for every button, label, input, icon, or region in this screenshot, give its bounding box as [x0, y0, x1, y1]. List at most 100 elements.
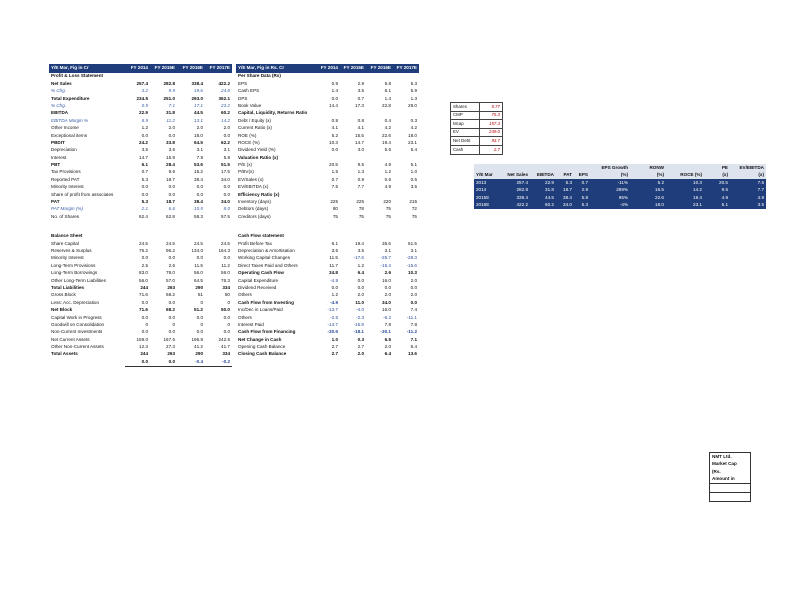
- row-value: 34.0: [221, 176, 230, 182]
- check-value: -0.4: [177, 358, 205, 367]
- company-note-box: NMT Ltd.Market Cap(Rs.Amount in: [709, 451, 751, 502]
- row-value: 7.7: [357, 184, 364, 190]
- row-value: 0: [172, 321, 175, 327]
- row-value: 22.9: [139, 110, 148, 116]
- note-text: [709, 483, 751, 493]
- section-heading-row: Cash Flow statement: [236, 233, 419, 240]
- valuation-cell: 34.0: [556, 201, 574, 210]
- row-value: 15.5: [355, 132, 364, 138]
- row-value: 56.0: [139, 277, 148, 283]
- row-value: -18.1: [353, 329, 364, 335]
- row-label: Creditors (days): [238, 213, 271, 219]
- row-value: 68.2: [166, 292, 175, 298]
- row-value: 0.0: [168, 299, 175, 305]
- row-value: 215: [409, 199, 417, 205]
- note-text: Market Cap: [709, 460, 751, 469]
- row-label: Per Share Data (Rs): [238, 73, 281, 79]
- row-label: ROE (%): [238, 132, 257, 138]
- row-value: 5.3: [410, 80, 417, 86]
- row-value: 0.0: [141, 255, 148, 261]
- row-value: 257.4: [136, 80, 149, 86]
- row-value: 51.2: [194, 307, 203, 313]
- valuation-cell: 5.8: [574, 194, 590, 202]
- key-figure-value: 93.7: [479, 136, 503, 146]
- row-label: P/BV(x): [238, 169, 254, 175]
- row-value: 167.5: [163, 336, 176, 342]
- valuation-cell: 20.5: [704, 179, 730, 187]
- row-value: 1.3: [410, 95, 417, 101]
- row-value: 0.0: [223, 255, 230, 261]
- row-value: -4.9: [330, 299, 338, 305]
- row-label: Share Capital: [51, 240, 79, 246]
- valuation-cell: [590, 186, 596, 195]
- row-value: 3.1: [384, 247, 391, 253]
- row-value: 4.9: [384, 184, 391, 190]
- row-value: 0.0: [410, 284, 417, 290]
- valuation-cell: 422.2: [500, 201, 530, 210]
- row-value: 5.3: [141, 199, 148, 205]
- row-value: 7.4: [410, 307, 417, 313]
- row-value: -30.9: [327, 329, 338, 335]
- section-heading-row: Valuation Ratio (x): [236, 154, 419, 161]
- row-label: Total Assets: [51, 351, 78, 357]
- row-value: 5.4: [410, 147, 417, 153]
- valuation-cell: 60.2: [530, 201, 556, 210]
- row-value: [315, 191, 340, 198]
- valuation-cell: 18.7: [556, 186, 574, 195]
- row-value: 2.7: [331, 351, 338, 357]
- row-value: 196.8: [191, 336, 204, 342]
- row-label: DPS: [238, 95, 248, 101]
- row-value: 2.6: [168, 262, 175, 268]
- row-value: 159.0: [136, 336, 149, 342]
- row-value: 0.9: [357, 176, 364, 182]
- row-value: 0.0: [223, 184, 230, 190]
- key-figure-value: 75.3: [479, 110, 503, 121]
- row-label: Interest Paid: [238, 321, 264, 327]
- row-value: 33.8: [166, 139, 175, 145]
- valuation-cell: [590, 164, 596, 171]
- valuation-cell: -4%: [596, 201, 630, 210]
- valuation-cell: EV/EBITDA: [730, 164, 766, 171]
- row-value: -15.9: [353, 321, 364, 327]
- key-figure-label: Net Debt: [450, 136, 480, 146]
- row-label: Dividend Yield (%): [238, 147, 276, 153]
- row-value: 293.0: [191, 95, 204, 101]
- row-value: 9.6: [168, 169, 175, 175]
- header-label: Y/E Mar, Fig in Rs. Cr: [236, 64, 315, 73]
- row-value: 10.3: [329, 139, 338, 145]
- row-value: 5.1: [410, 162, 417, 168]
- row-value: 0.0: [141, 329, 148, 335]
- row-value: 11.5: [329, 255, 338, 261]
- row-value: 0.7: [331, 176, 338, 182]
- header-year: FY 2014: [315, 64, 340, 73]
- row-label: % Chg.: [51, 88, 67, 94]
- row-value: 0.0: [168, 314, 175, 320]
- row-value: 16.0: [382, 307, 391, 313]
- header-label: Y/E Mar, Fig in Cr: [49, 64, 125, 73]
- row-label: [49, 358, 125, 366]
- row-value: 7.5: [331, 184, 338, 190]
- row-value: 38.4: [194, 176, 203, 182]
- valuation-cell: 19.4: [666, 194, 704, 202]
- valuation-cell: [590, 201, 596, 210]
- row-value: 8.9: [141, 117, 148, 123]
- row-label: Direct Taxes Paid and Others: [238, 262, 298, 268]
- row-value: 244: [140, 351, 148, 357]
- header-year: FY 2015E: [340, 64, 366, 73]
- row-label: Current Ratio (x): [238, 125, 272, 131]
- row-value: 19.4: [355, 240, 364, 246]
- row-value: 62.8: [166, 213, 175, 219]
